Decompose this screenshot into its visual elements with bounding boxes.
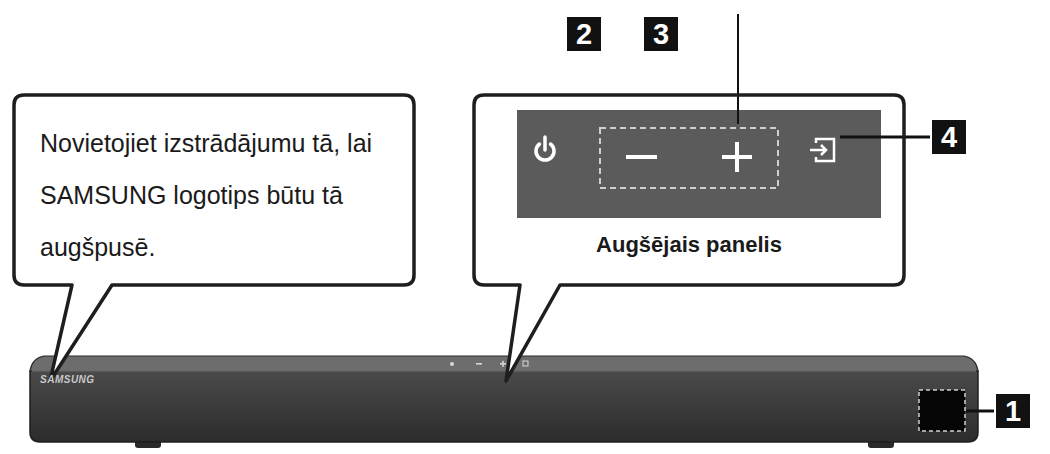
leader-line (737, 14, 739, 124)
leader-line (966, 410, 994, 413)
callout-number: 4 (932, 120, 966, 154)
sensor-window (919, 390, 965, 431)
callout-bubble: Novietojiet izstrādājumu tā, lai SAMSUNG… (14, 95, 414, 285)
bubble-outline (14, 95, 414, 381)
leader-line (840, 136, 930, 139)
soundbar-top (30, 356, 978, 371)
minus-button (626, 155, 657, 159)
callout-text: Novietojiet izstrādājumu tā, lai SAMSUNG… (40, 117, 394, 273)
callout-number: 3 (644, 17, 678, 51)
callout-number: 2 (567, 17, 601, 51)
input-icon (810, 139, 834, 161)
callout-number: 1 (996, 394, 1030, 428)
panel-callout-bubble: Augšējais panelis (474, 95, 904, 285)
brand-logo: SAMSUNG (40, 374, 95, 385)
callout-text: Augšējais panelis (484, 231, 894, 259)
volume-group-outline (600, 128, 778, 188)
edge-highlight (32, 371, 976, 372)
power-icon (536, 137, 554, 160)
plus-button (722, 142, 752, 172)
soundbar-front (30, 371, 978, 442)
top-panel (517, 110, 881, 218)
bubble-outline (474, 95, 904, 381)
